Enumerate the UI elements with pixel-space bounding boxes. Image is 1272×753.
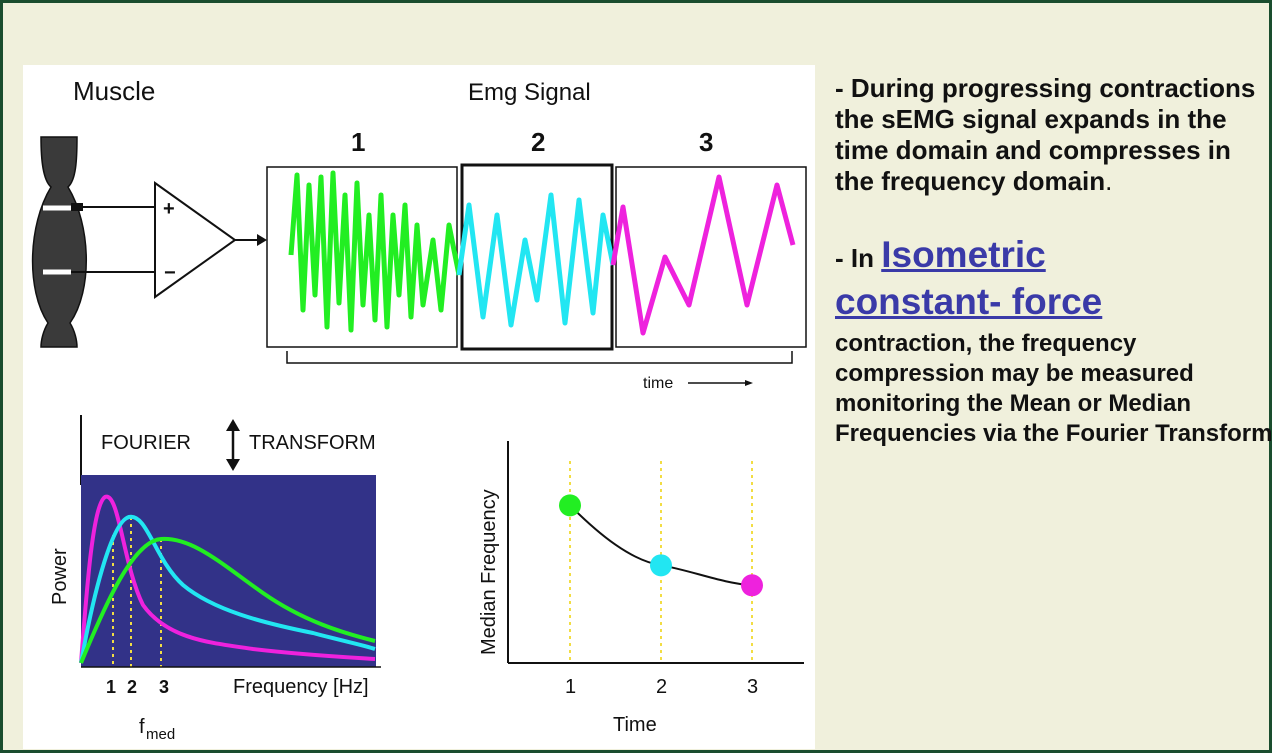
emg-trace-1 [288,170,462,333]
transform-label-right: TRANSFORM [249,432,376,454]
paragraph-2-prefix: - In [835,243,882,273]
median-point-3 [741,574,763,597]
segment-number-1: 1 [351,127,365,157]
fmed-subscript: med [146,726,175,743]
segment-number-2: 2 [531,127,545,157]
muscle-label: Muscle [73,76,155,106]
fourier-label-left: FOURIER [101,432,191,454]
amplifier-icon [154,181,237,299]
power-axis-label: Power [49,548,71,605]
emg-figure: Muscle Emg Signal + − 1 2 3 [23,65,815,749]
spectrum-tick-1: 1 [106,677,116,697]
median-point-1 [559,494,581,517]
muscle-shape [31,136,88,348]
emg-signal-label: Emg Signal [468,79,591,106]
spectrum-curve-2 [79,514,376,664]
paragraph-1: - During progressing contractions the sE… [835,73,1272,197]
frequency-axis-label: Frequency [Hz] [233,676,369,698]
arrow-right-icon [257,234,267,246]
fmed-label: f [139,716,145,738]
paragraph-2-heading: - In Isometric constant- force [835,233,1272,327]
isometric-link[interactable]: Isometric [881,234,1046,275]
paragraph-1-period: . [1105,166,1113,196]
paragraph-2-body: contraction, the frequency compression m… [835,330,1272,447]
time-label: time [643,375,673,392]
median-time-tick-1: 1 [565,676,576,698]
amp-plus-sign: + [163,198,175,220]
spectrum-curve-1 [79,494,376,664]
median-time-tick-2: 2 [656,676,667,698]
lead-clip [71,203,83,211]
emg-trace-2 [456,192,616,328]
median-time-tick-3: 3 [747,676,758,698]
emg-trace-3 [610,174,796,336]
median-frequency-axis-label: Median Frequency [478,489,500,655]
median-chart-plot: 1 2 3 [559,461,763,698]
spectrum-tick-2: 2 [127,677,137,697]
constant-force-link[interactable]: constant- force [835,281,1103,322]
paragraph-1-text: - During progressing contractions the sE… [835,73,1256,196]
time-bracket [286,351,793,364]
double-arrow-icon [226,419,240,471]
median-time-axis-label: Time [613,714,657,736]
median-point-2 [650,554,672,577]
emg-box-2 [460,163,614,351]
spectrum-tick-3: 3 [159,677,169,697]
time-arrow-icon [745,380,753,386]
amp-minus-sign: − [164,262,176,284]
spectrum-curve-3 [79,536,376,664]
text-panel: - During progressing contractions the sE… [835,73,1272,473]
segment-number-3: 3 [699,127,713,157]
